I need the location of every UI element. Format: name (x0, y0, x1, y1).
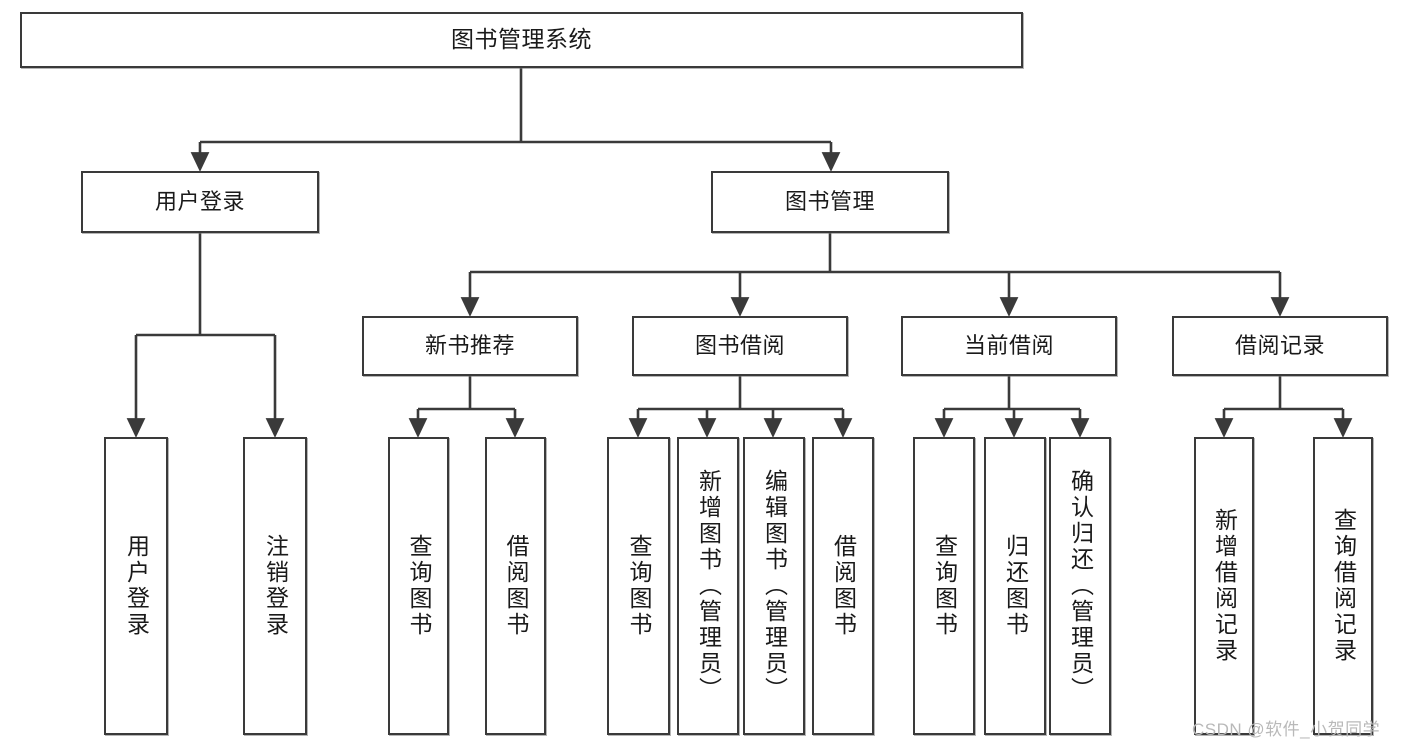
leaf-borrow-book[interactable]: 借阅图书 (812, 437, 874, 735)
leaf-borrow-book-newbook-label: 借阅图书 (503, 534, 529, 638)
leaf-query-book-newbook-label: 查询图书 (406, 534, 432, 638)
leaf-query-book-borrow[interactable]: 查询图书 (607, 437, 670, 735)
leaf-query-book-newbook[interactable]: 查询图书 (388, 437, 449, 735)
leaf-query-book-current[interactable]: 查询图书 (913, 437, 975, 735)
leaf-user-login[interactable]: 用户登录 (104, 437, 168, 735)
leaf-borrow-book-newbook[interactable]: 借阅图书 (485, 437, 546, 735)
node-new-book-recommend-label: 新书推荐 (424, 333, 515, 359)
leaf-query-borrow-record-label: 查询借阅记录 (1330, 508, 1357, 664)
leaf-edit-book-admin-label: 编辑图书（管理员） (761, 469, 788, 703)
node-user-login-label: 用户登录 (154, 189, 245, 215)
leaf-add-borrow-record[interactable]: 新增借阅记录 (1194, 437, 1254, 735)
leaf-return-book[interactable]: 归还图书 (984, 437, 1046, 735)
node-root-label: 图书管理系统 (451, 26, 592, 53)
node-user-login[interactable]: 用户登录 (81, 171, 319, 233)
csdn-watermark: CSDN @软件_小贺同学 (1192, 720, 1381, 739)
leaf-confirm-return-admin[interactable]: 确认归还（管理员） (1049, 437, 1111, 735)
node-new-book-recommend[interactable]: 新书推荐 (362, 316, 578, 376)
node-borrow-records[interactable]: 借阅记录 (1172, 316, 1388, 376)
leaf-query-borrow-record[interactable]: 查询借阅记录 (1313, 437, 1373, 735)
leaf-logout[interactable]: 注销登录 (243, 437, 307, 735)
leaf-query-book-borrow-label: 查询图书 (626, 534, 652, 638)
node-book-management[interactable]: 图书管理 (711, 171, 949, 233)
node-book-borrow-label: 图书借阅 (694, 333, 785, 359)
leaf-logout-label: 注销登录 (262, 534, 289, 638)
node-current-borrow[interactable]: 当前借阅 (901, 316, 1117, 376)
leaf-add-book-admin[interactable]: 新增图书（管理员） (677, 437, 739, 735)
node-current-borrow-label: 当前借阅 (963, 333, 1054, 359)
node-book-management-label: 图书管理 (784, 189, 875, 215)
leaf-edit-book-admin[interactable]: 编辑图书（管理员） (743, 437, 805, 735)
node-root[interactable]: 图书管理系统 (20, 12, 1023, 68)
node-book-borrow[interactable]: 图书借阅 (632, 316, 848, 376)
leaf-add-book-admin-label: 新增图书（管理员） (695, 469, 722, 703)
leaf-user-login-label: 用户登录 (123, 534, 150, 638)
leaf-confirm-return-admin-label: 确认归还（管理员） (1067, 469, 1094, 703)
leaf-query-book-current-label: 查询图书 (931, 534, 958, 638)
leaf-borrow-book-label: 借阅图书 (830, 534, 857, 638)
node-borrow-records-label: 借阅记录 (1234, 333, 1325, 359)
leaf-add-borrow-record-label: 新增借阅记录 (1211, 508, 1238, 664)
leaf-return-book-label: 归还图书 (1002, 534, 1029, 638)
